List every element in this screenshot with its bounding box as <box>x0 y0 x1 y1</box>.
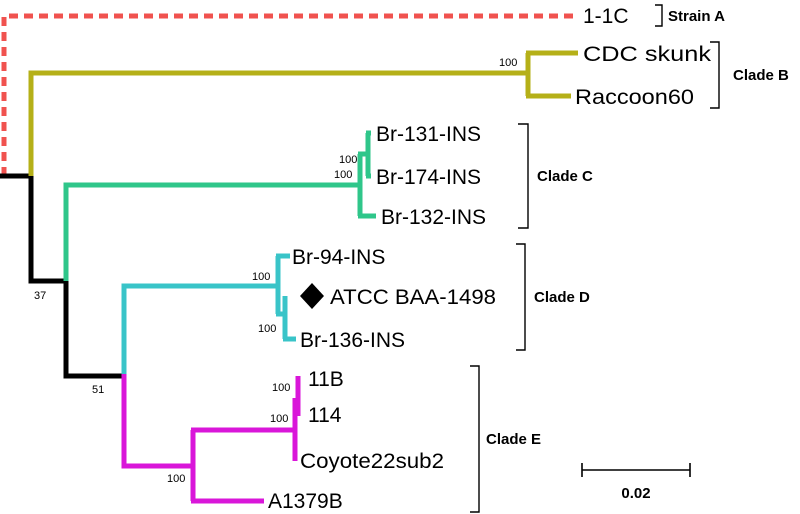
bootstrap-e-11b: 100 <box>272 382 290 394</box>
branch-clade-e-stem <box>121 374 193 469</box>
filled-diamond-icon <box>300 283 324 309</box>
taxon-114: 114 <box>308 404 342 427</box>
bracket-strain-a <box>655 4 663 27</box>
branch-clade-b-stem <box>28 70 528 176</box>
clade-b-branches <box>28 50 578 176</box>
clade-label-clade-b: Clade B <box>733 67 789 84</box>
bootstrap-e-outer: 100 <box>167 473 185 485</box>
taxon-br-132-ins: Br-132-INS <box>381 206 486 229</box>
bracket-clade-d <box>516 243 526 351</box>
branch-cde-vertical <box>63 281 124 379</box>
bootstrap-c-inner: 100 <box>339 154 357 166</box>
branch-root-vertical <box>28 173 66 284</box>
bootstrap-d-outer: 100 <box>252 271 270 283</box>
strain-a-branches <box>1 13 578 176</box>
clade-label-clade-d: Clade D <box>534 289 590 306</box>
clade-label-clade-e: Clade E <box>486 431 541 448</box>
taxon-a1379b: A1379B <box>268 490 343 513</box>
bootstrap-d-inner: 100 <box>258 323 276 335</box>
clade-d-branches <box>121 253 296 378</box>
bootstrap-e-114: 100 <box>270 413 288 425</box>
branch-clade-c-stem <box>63 182 360 281</box>
bootstrap-c-outer: 100 <box>334 169 352 181</box>
bootstrap-cde: 37 <box>34 290 46 302</box>
taxon-1-1c: 1-1C <box>583 5 629 28</box>
scale-bar-label: 0.02 <box>621 485 650 502</box>
bootstrap-clade-b: 100 <box>499 57 517 69</box>
taxon-br-174-ins: Br-174-INS <box>376 166 481 189</box>
taxon-atcc-baa-1498: ATCC BAA-1498 <box>330 286 496 309</box>
branch-strain-a <box>1 13 578 176</box>
bootstrap-de: 51 <box>92 384 104 396</box>
scale-bar-line <box>581 463 691 477</box>
clade-c-branches <box>63 130 376 281</box>
taxon-raccoon60: Raccoon60 <box>575 86 694 109</box>
bracket-clade-b <box>710 41 720 109</box>
root-branches <box>0 173 124 379</box>
clade-brackets <box>470 4 720 513</box>
scale-bar: 0.02 <box>581 463 691 502</box>
clade-label-strain-a: Strain A <box>668 8 725 25</box>
bootstrap-values: 100 100 100 100 100 100 100 100 37 51 <box>34 57 517 485</box>
branch-clade-d-stem <box>121 283 278 378</box>
taxon-labels: 1-1C CDC skunk Raccoon60 Br-131-INS Br-1… <box>268 5 712 513</box>
taxon-coyote22sub2: Coyote22sub2 <box>300 450 444 473</box>
bracket-clade-e <box>470 365 480 513</box>
taxon-cdc-skunk: CDC skunk <box>583 43 712 66</box>
taxon-11b: 11B <box>308 368 344 391</box>
clade-label-clade-c: Clade C <box>537 168 593 185</box>
taxon-br-131-ins: Br-131-INS <box>376 123 481 146</box>
clade-e-branches <box>121 374 301 504</box>
bracket-clade-c <box>518 123 529 229</box>
clade-labels: Strain A Clade B Clade C Clade D Clade E <box>486 8 789 448</box>
taxon-br-136-ins: Br-136-INS <box>300 329 405 352</box>
taxon-br-94-ins: Br-94-INS <box>292 246 385 269</box>
